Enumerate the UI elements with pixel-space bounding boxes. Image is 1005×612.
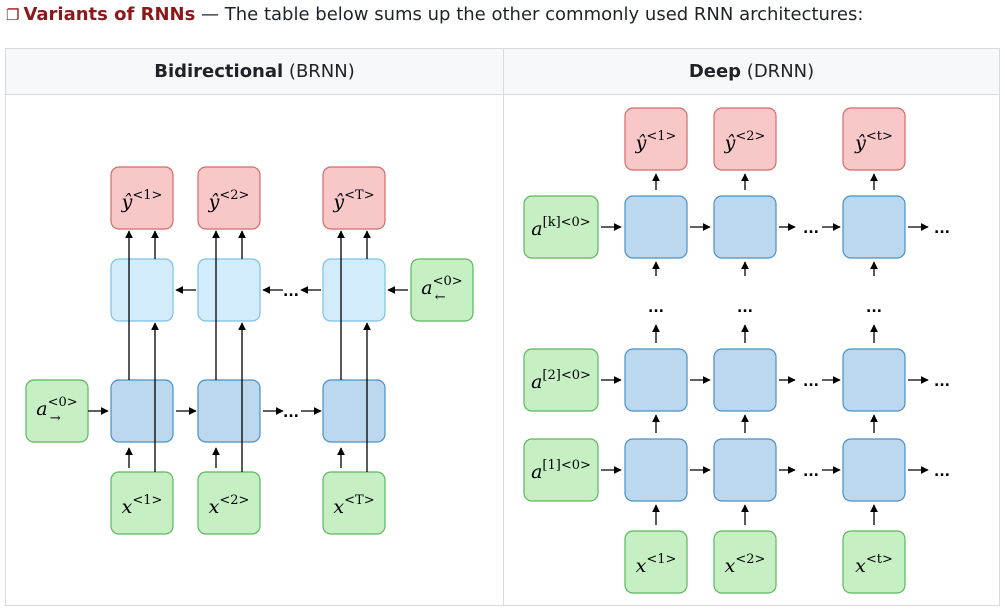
input-label: x<1> bbox=[122, 493, 163, 518]
input-label: x<2> bbox=[725, 552, 766, 577]
horizontal-ellipsis: ... bbox=[803, 464, 819, 480]
layer-init-label: a[2]<0> bbox=[531, 368, 591, 393]
column-header-deep: Deep (DRNN) bbox=[503, 49, 999, 95]
output-box bbox=[624, 107, 688, 171]
layer-init-box bbox=[523, 438, 599, 502]
hidden-cell bbox=[713, 348, 777, 412]
column-header-bidirectional: Bidirectional (BRNN) bbox=[6, 49, 503, 95]
variants-table: Bidirectional (BRNN) Deep (DRNN) bbox=[5, 48, 1000, 606]
input-label: x<1> bbox=[636, 552, 677, 577]
hidden-cell bbox=[842, 348, 906, 412]
output-box bbox=[197, 166, 261, 230]
init-forward-label: a<0>→ bbox=[36, 395, 77, 426]
horizontal-ellipsis: ... bbox=[934, 464, 950, 480]
hidden-cell bbox=[624, 438, 688, 502]
column-divider bbox=[503, 95, 504, 605]
init-backward-box bbox=[410, 258, 474, 322]
hidden-cell bbox=[713, 438, 777, 502]
hidden-cell bbox=[842, 195, 906, 259]
output-box bbox=[842, 107, 906, 171]
output-label: ŷ<1> bbox=[635, 129, 677, 154]
forward-ellipsis: ... bbox=[283, 405, 299, 421]
intro-line: ❐Variants of RNNs — The table below sums… bbox=[6, 4, 863, 25]
input-label: x<T> bbox=[333, 493, 374, 518]
input-box bbox=[110, 471, 174, 535]
forward-cell bbox=[110, 379, 174, 443]
input-label: x<2> bbox=[209, 493, 250, 518]
output-box bbox=[322, 166, 386, 230]
layer-init-box bbox=[523, 348, 599, 412]
hidden-cell bbox=[624, 195, 688, 259]
input-box bbox=[713, 530, 777, 594]
horizontal-ellipsis: ... bbox=[803, 374, 819, 390]
drnn-diagram: ŷ<1> x<1>... ŷ<2> x<2>... ŷ<t> x<t>... a[k]<0>… bbox=[523, 107, 950, 594]
checkbox-icon: ❐ bbox=[6, 6, 20, 24]
input-box bbox=[322, 471, 386, 535]
input-box bbox=[197, 471, 261, 535]
output-box bbox=[110, 166, 174, 230]
section-title: Variants of RNNs bbox=[23, 4, 196, 25]
layer-init-box bbox=[523, 195, 599, 259]
backward-cell bbox=[110, 258, 174, 322]
backward-ellipsis: ... bbox=[283, 284, 299, 300]
brnn-diagram: ŷ<1> x<1> ŷ<2> x<2> ŷ<T> x<T> a<0>→ a<0>←...... bbox=[25, 166, 474, 535]
hidden-cell bbox=[842, 438, 906, 502]
output-label: ŷ<1> bbox=[121, 188, 163, 213]
vertical-ellipsis: ... bbox=[648, 300, 664, 316]
output-label: ŷ<t> bbox=[854, 129, 893, 154]
hidden-cell bbox=[713, 195, 777, 259]
input-box bbox=[842, 530, 906, 594]
vertical-ellipsis: ... bbox=[866, 300, 882, 316]
output-box bbox=[713, 107, 777, 171]
init-backward-label: a<0>← bbox=[421, 274, 462, 305]
output-label: ŷ<2> bbox=[724, 129, 766, 154]
output-label: ŷ<T> bbox=[332, 188, 374, 213]
intro-text: — The table below sums up the other comm… bbox=[195, 4, 864, 25]
backward-cell bbox=[322, 258, 386, 322]
forward-cell bbox=[197, 379, 261, 443]
input-label: x<t> bbox=[855, 552, 893, 577]
vertical-ellipsis: ... bbox=[737, 300, 753, 316]
backward-cell bbox=[197, 258, 261, 322]
output-label: ŷ<2> bbox=[208, 188, 250, 213]
horizontal-ellipsis: ... bbox=[934, 374, 950, 390]
forward-cell bbox=[322, 379, 386, 443]
horizontal-ellipsis: ... bbox=[803, 221, 819, 237]
input-box bbox=[624, 530, 688, 594]
horizontal-ellipsis: ... bbox=[934, 221, 950, 237]
layer-init-label: a[1]<0> bbox=[531, 458, 591, 483]
layer-init-label: a[k]<0> bbox=[531, 215, 590, 240]
hidden-cell bbox=[624, 348, 688, 412]
